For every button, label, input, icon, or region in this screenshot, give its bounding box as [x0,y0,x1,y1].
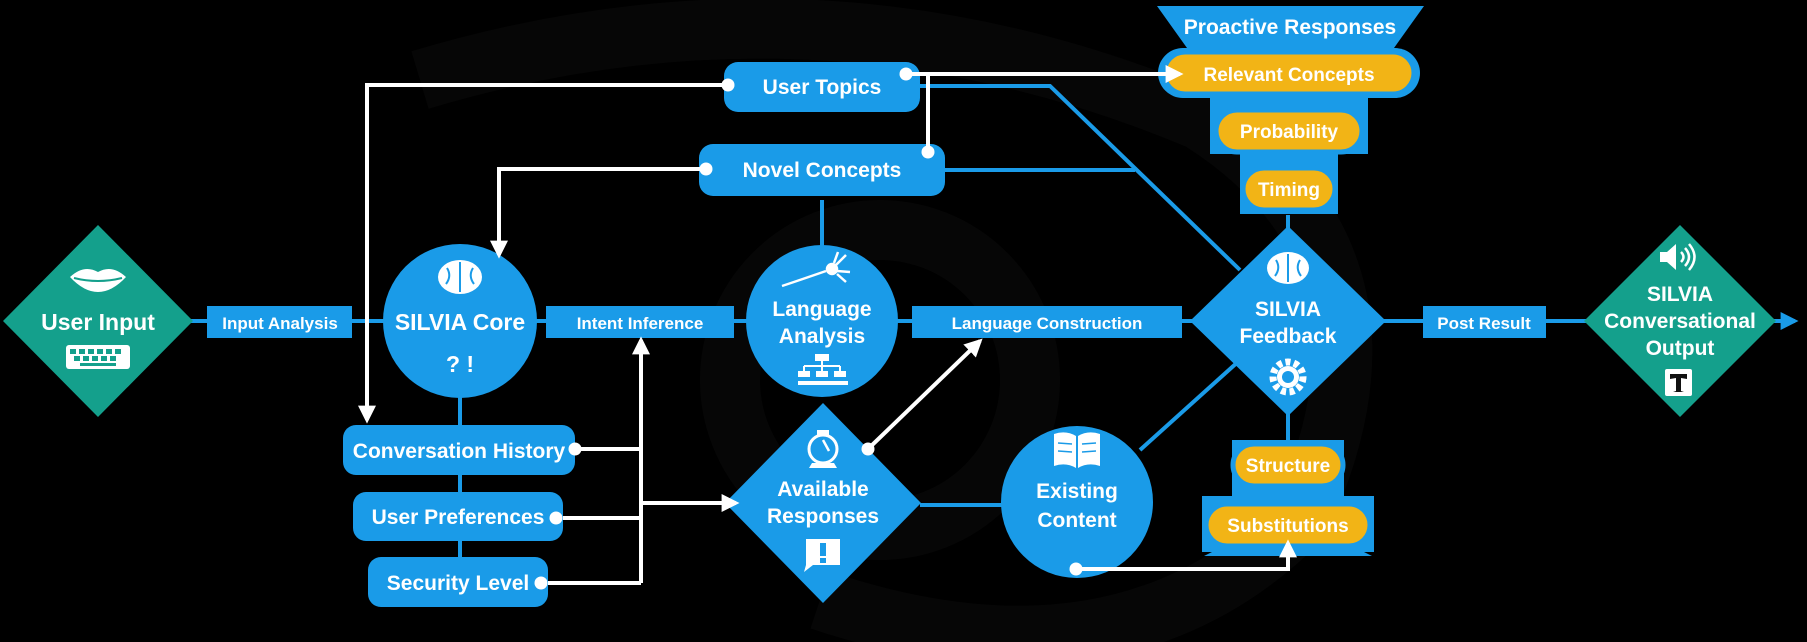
security-level-pill: Security Level [368,557,548,607]
white-arrows [358,65,1297,585]
conversation-history-pill: Conversation History [343,425,575,475]
hierarchy-icon [798,354,848,385]
language-construction-label: Language Construction [952,314,1143,333]
language-analysis-label-line1: Language [772,298,871,321]
user-topics-label: User Topics [763,76,882,99]
connector-dots [534,67,1083,590]
substitutions-label: Substitutions [1227,516,1348,537]
user-input-label: User Input [41,309,155,335]
bar-language-construction: Language Construction [912,306,1182,338]
language-analysis-label-line2: Analysis [779,325,865,348]
silvia-feedback-label-line2: Feedback [1240,325,1337,348]
existing-content-label-line2: Content [1037,509,1116,532]
timing-pill [1240,165,1338,213]
structure-label: Structure [1246,456,1330,477]
construction-group: Structure Substitutions [1202,440,1374,556]
silvia-output-label-line2: Conversational [1604,310,1756,333]
user-preferences-pill: User Preferences [353,492,563,541]
bar-post-result: Post Result [1423,306,1546,338]
language-analysis-node: Language Analysis [746,245,898,397]
intent-inference-label: Intent Inference [577,314,704,333]
user-topics-pill: User Topics [724,62,920,112]
novel-concepts-pill: Novel Concepts [699,144,945,196]
existing-content-node: Existing Content [1001,426,1153,578]
brain-icon [438,260,482,294]
silvia-feedback-node: SILVIA Feedback [1190,226,1386,416]
silvia-output-node: SILVIA Conversational Output [1584,225,1776,417]
proactive-responses-title: Proactive Responses [1184,16,1396,39]
relevant-concepts-label: Relevant Concepts [1203,65,1374,86]
structure-pill [1230,441,1346,489]
brain-icon [1267,252,1309,284]
neuron-icon [781,251,851,288]
existing-content-label-line1: Existing [1036,480,1118,503]
input-analysis-label: Input Analysis [222,314,338,333]
text-icon [1665,369,1692,396]
security-level-label: Security Level [387,572,529,595]
probability-label: Probability [1240,122,1339,143]
alert-icon [804,539,840,572]
proactive-responses-group: Proactive Responses Relevant Concepts Pr… [1157,6,1424,214]
silvia-output-label-line3: Output [1646,337,1715,360]
novel-concepts-label: Novel Concepts [743,159,902,182]
user-input-node: User Input [3,225,193,417]
silvia-core-label: SILVIA Core [395,309,525,335]
silvia-output-label-line1: SILVIA [1647,283,1713,306]
timing-label: Timing [1258,180,1320,201]
scale-icon [807,430,839,468]
silvia-feedback-label-line1: SILVIA [1255,298,1321,321]
speaker-icon [1660,243,1696,271]
user-preferences-label: User Preferences [372,506,545,529]
available-responses-label-line2: Responses [767,505,879,528]
lips-icon [70,268,126,292]
available-responses-label-line1: Available [777,478,868,501]
bar-intent-inference: Intent Inference [546,306,734,338]
gear-icon [1269,358,1307,396]
silvia-core-node: SILVIA Core ? ! [383,244,537,398]
probability-pill [1213,107,1365,155]
post-result-label: Post Result [1437,314,1531,333]
book-icon [1054,432,1100,468]
conversation-history-label: Conversation History [353,440,566,463]
keyboard-icon [66,345,130,369]
silvia-core-symbols: ? ! [446,351,474,377]
bar-input-analysis: Input Analysis [207,306,352,338]
